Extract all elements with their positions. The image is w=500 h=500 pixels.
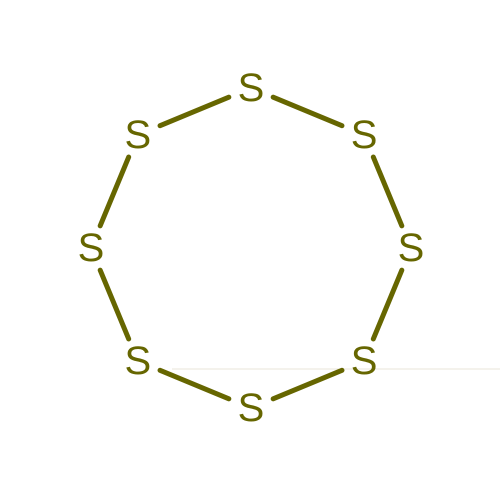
- bond-group: [97, 94, 405, 402]
- atom-group: S S S S S S S S: [78, 66, 425, 430]
- atom-label-6: S: [125, 339, 152, 383]
- atom-label-8: S: [125, 113, 152, 157]
- bond-3: [370, 267, 405, 342]
- atom-label-4: S: [351, 339, 378, 383]
- bond-5: [157, 367, 232, 402]
- bond-6: [97, 267, 132, 342]
- atom-label-2: S: [351, 113, 378, 157]
- atom-label-5: S: [238, 386, 265, 430]
- atom-label-1: S: [238, 66, 265, 110]
- bond-1: [270, 94, 345, 129]
- bond-2: [370, 154, 405, 229]
- atom-label-7: S: [78, 226, 105, 270]
- bond-4: [270, 367, 345, 402]
- atom-label-3: S: [398, 226, 425, 270]
- bond-8: [157, 94, 232, 129]
- bond-7: [97, 154, 132, 229]
